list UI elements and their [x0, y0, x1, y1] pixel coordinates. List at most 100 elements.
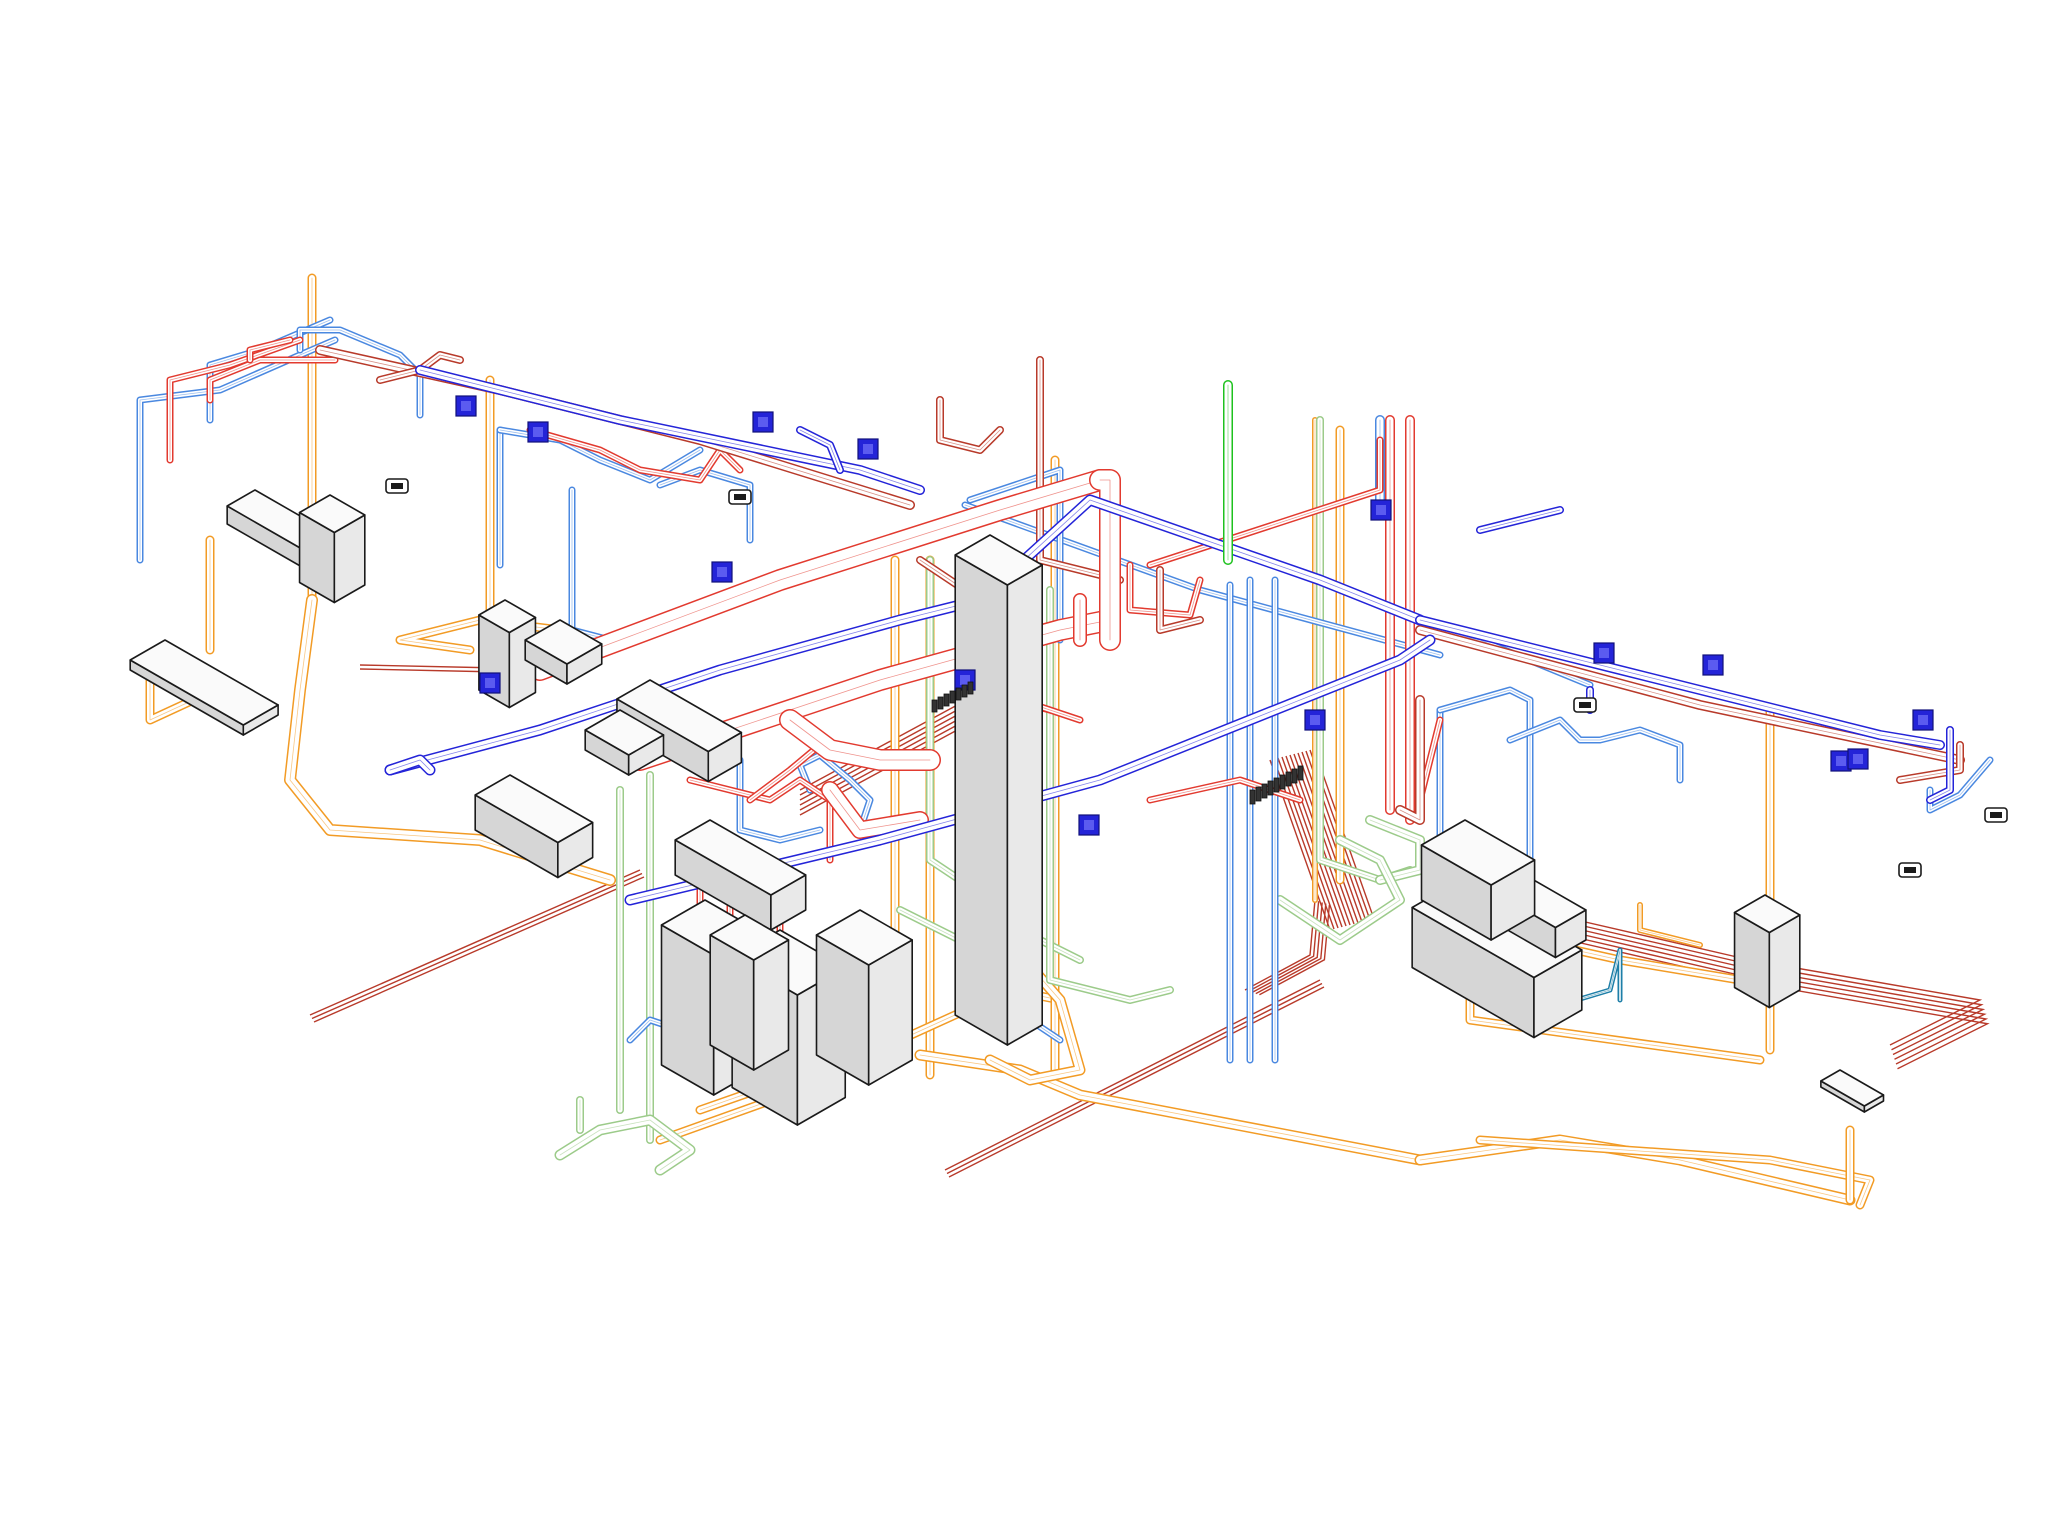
diffuser-core [960, 675, 970, 685]
mechanical-chase [954, 534, 1043, 1046]
boiler-3 [709, 914, 790, 1071]
diffuser-core [485, 678, 495, 688]
floor-circuit-west-line [311, 872, 643, 1020]
thermostat-icon [1984, 807, 2008, 823]
hot-manifold-feed [1146, 776, 1304, 804]
floor-circuit-mid-line [1255, 903, 1327, 995]
square-diffuser-icon [1078, 814, 1100, 836]
cold-east-branch [1506, 716, 1684, 784]
hot-trunk-elbow-centerline [789, 719, 931, 761]
diffuser-core [461, 401, 471, 411]
supply-trunk-upper-centerline [389, 499, 1421, 771]
floor-circuit-east-line [1556, 919, 1984, 1051]
cold-west-bath [136, 336, 339, 564]
cold-bath2-branch-bore [658, 468, 752, 542]
floor-drain-east-top-face [1820, 1069, 1885, 1107]
condensate-manifold-centerline [1279, 839, 1401, 941]
supply-west-grille-centerline [799, 429, 841, 471]
condensate-trap-centerline [559, 1119, 691, 1171]
return-duct-east-end [1896, 741, 1964, 784]
supply-duct-west-centerline [419, 369, 921, 491]
cold-center-riser [966, 466, 1064, 644]
manifold-port [943, 693, 950, 707]
hot-flex-duct-bore [822, 782, 928, 838]
fixtures-and-equipment [129, 489, 1885, 1126]
return-living-centerline [939, 399, 1001, 451]
return-duct-west-grille [376, 351, 464, 384]
thermostat-icon [385, 478, 409, 494]
bathtub-bath2-top-face [616, 679, 743, 753]
hot-trunk-upper-centerline [539, 479, 1101, 671]
vanity-bath2-top-face [524, 619, 603, 665]
floor-drain-east [1820, 1069, 1885, 1113]
ceiling-box-bath2 [584, 709, 665, 776]
square-diffuser-icon [857, 438, 879, 460]
manifold-port [1255, 786, 1262, 802]
toilet-east [1733, 894, 1801, 1009]
return-east-drop-centerline [1399, 699, 1421, 821]
supply-trunk-upper [384, 494, 1426, 776]
cold-bath2-down [568, 486, 614, 644]
supply-duct-east-end-centerline [1929, 729, 1951, 801]
supply-trunk-upper-start [384, 754, 436, 776]
return-duct-east-centerline [1419, 629, 1961, 761]
hot-west-3 [246, 336, 294, 364]
hot-bath2-centerline [529, 429, 741, 481]
manifold-port [949, 690, 956, 704]
supply-grille-center [1476, 506, 1564, 534]
supply-trunk-upper-start-centerline [389, 759, 431, 771]
floor-circuit-west-line [313, 876, 645, 1023]
floor-circuit-center-line [944, 979, 1321, 1171]
cold-center-riser-centerline [969, 469, 1061, 641]
diffuser-core [1599, 648, 1609, 658]
return-ducts [315, 345, 1965, 839]
floor-circuit-west-line [309, 869, 641, 1016]
return-duct-east [1415, 625, 1965, 765]
floor-circuit-center [944, 979, 1325, 1178]
hot-center-loop [1126, 561, 1204, 619]
cold-east-loop-centerline [1439, 689, 1531, 881]
supply-trunk-lower-centerline [629, 639, 1431, 901]
square-diffuser-icon [1593, 642, 1615, 664]
washer-east [1420, 819, 1536, 941]
hot-trunk-vertical-centerline [1099, 479, 1111, 641]
boiler-3-side-face [752, 939, 790, 1071]
thermostat-display [391, 483, 403, 489]
return-bath [1156, 566, 1204, 634]
thermostat-icon [1898, 862, 1922, 878]
manifold-icon [1249, 765, 1304, 805]
cold-bath2-branch [656, 466, 754, 544]
condensate-center-bore [1047, 587, 1173, 1003]
hot-utility-branch-centerline [749, 744, 821, 801]
drain-east-wc-centerline [1639, 904, 1701, 946]
condensate-center-outline [1046, 586, 1174, 1004]
square-diffuser-icon [527, 421, 549, 443]
manifold-port [1291, 768, 1298, 784]
square-diffuser-icon [1370, 499, 1392, 521]
drain-main-west [284, 594, 616, 886]
return-duct-east-end-centerline [1899, 744, 1961, 781]
floor-circuit-center-line [946, 982, 1323, 1175]
diffuser-core [1084, 820, 1094, 830]
hot-flex-duct-centerline [829, 789, 921, 831]
drain-main-west-centerline [289, 599, 611, 881]
hot-center-diag-bore [1148, 438, 1382, 567]
hot-west-bath-centerline [169, 339, 301, 461]
return-bath-centerline [1159, 569, 1201, 631]
floor-circuit-west [309, 869, 645, 1023]
condensate-loop [1365, 815, 1425, 885]
thermostat-display [1579, 702, 1591, 708]
hot-utility-branch [746, 741, 824, 804]
hot-west-2-centerline [209, 359, 336, 401]
manifold-port [955, 687, 962, 701]
return-east-drop [1395, 695, 1425, 825]
toilet-west-top-face [298, 494, 366, 534]
supply-trunk-lower [624, 634, 1436, 906]
square-diffuser-icon [1912, 709, 1934, 731]
condensate-manifold [1275, 835, 1405, 945]
thermostat-display [1990, 812, 2002, 818]
water-heater-top-face [815, 909, 914, 966]
hot-flex-duct [821, 781, 929, 839]
mechanical-chase-top-face [954, 534, 1043, 586]
hot-center-loop-outline [1126, 561, 1204, 619]
